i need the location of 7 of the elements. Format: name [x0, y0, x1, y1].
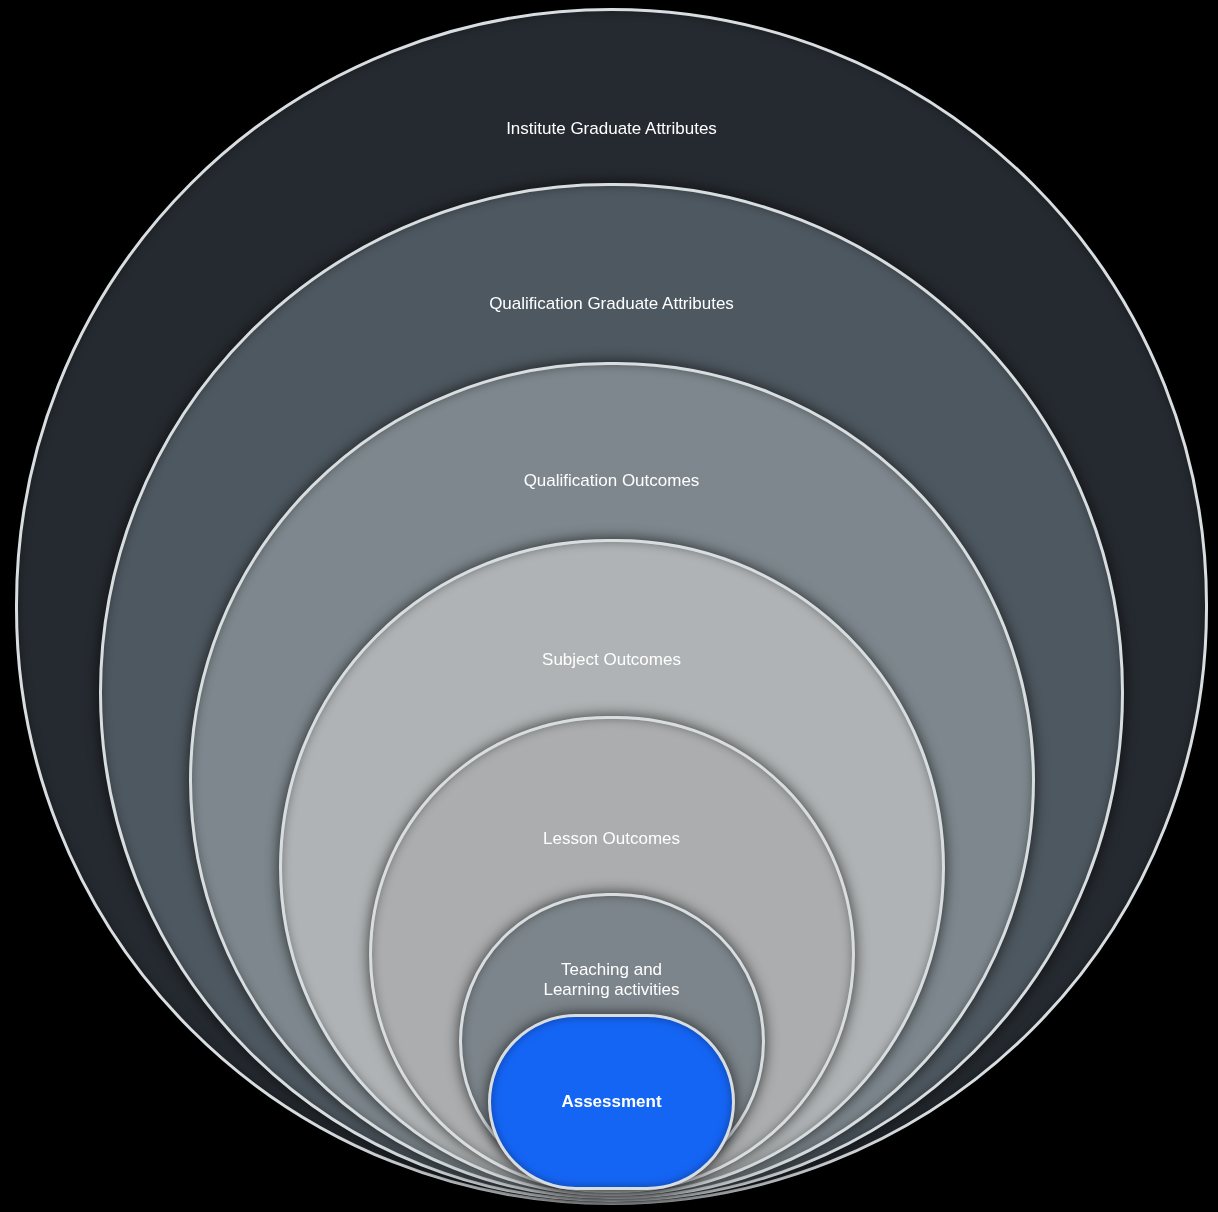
circle-label: Qualification Graduate Attributes [488, 294, 735, 314]
circle-label: Subject Outcomes [541, 650, 682, 670]
circle-label: Assessment [560, 1092, 663, 1112]
circle-label: Lesson Outcomes [542, 829, 681, 849]
circle-label: Teaching and Learning activities [542, 960, 681, 1000]
circle-label: Institute Graduate Attributes [505, 119, 718, 139]
circle-label: Qualification Outcomes [522, 471, 701, 491]
